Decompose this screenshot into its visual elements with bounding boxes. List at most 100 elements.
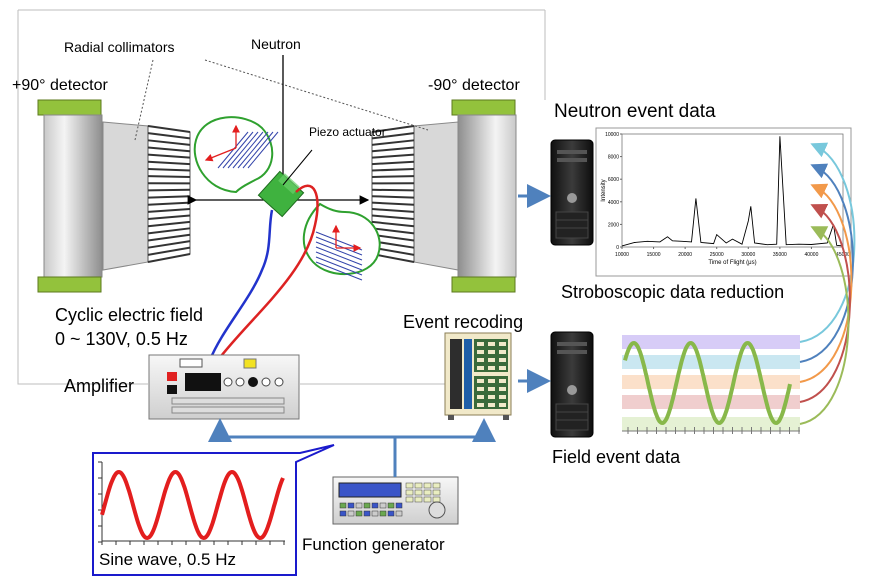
chart-x-label: Time of Flight (μs)	[708, 260, 756, 266]
chart-x-tick-label: 25000	[710, 252, 724, 258]
collimator-slat	[371, 214, 415, 221]
chart-y-label: Intensity	[601, 179, 607, 201]
right-collimator	[371, 121, 459, 271]
chart-x-tick-label: 15000	[647, 252, 661, 258]
chart-x-tick-label: 35000	[773, 252, 787, 258]
lattice-plane	[315, 261, 363, 281]
lattice-plane	[315, 246, 363, 266]
collimator-slat	[147, 146, 191, 153]
lattice-plane	[222, 131, 254, 169]
rack-slot	[488, 350, 495, 354]
collimator-slat	[147, 125, 191, 133]
plus90-detector	[37, 99, 103, 293]
collimator-slat	[147, 153, 191, 159]
rack-slot	[477, 395, 484, 399]
collimator-slat	[371, 125, 415, 133]
function-generator-label: Function generator	[302, 535, 445, 554]
neutron-label: Neutron	[251, 36, 301, 52]
collimator-slat	[147, 175, 191, 178]
collimator-slat	[371, 195, 415, 199]
rack-slot	[477, 366, 484, 370]
wire-blue	[208, 209, 274, 361]
rack-slot	[477, 342, 484, 346]
fg-button	[379, 510, 387, 517]
fg-key	[414, 496, 423, 503]
collimator-slat	[147, 132, 191, 140]
rack-slot	[477, 403, 484, 407]
fg-button	[339, 502, 347, 509]
collimator-slat	[371, 146, 415, 153]
rack-slot	[499, 366, 506, 370]
collimator-slat	[371, 220, 415, 228]
collimator-slat	[147, 233, 191, 242]
collimator-slat	[147, 167, 191, 172]
chart-x-tick-label: 45000	[836, 252, 850, 258]
rack-slot	[488, 387, 495, 391]
field-event-plot	[622, 335, 800, 434]
rack-slot	[499, 395, 506, 399]
collimator-slat	[371, 167, 415, 172]
rack-slot	[477, 350, 484, 354]
fg-button	[355, 502, 363, 509]
plus90-detector-label: +90° detector	[12, 77, 108, 94]
collimator-slat	[371, 132, 415, 140]
chart-x-tick-label: 20000	[678, 252, 692, 258]
collimator-slat	[371, 175, 415, 178]
lattice-plane	[315, 256, 363, 276]
rack-slot	[477, 358, 484, 362]
chart-y-tick-label: 0	[616, 245, 619, 251]
fg-button	[355, 510, 363, 517]
lattice-balloon-left	[193, 116, 279, 194]
event-recording-rack	[444, 332, 512, 420]
chart-y-tick-label: 4000	[608, 200, 619, 206]
fg-key	[414, 489, 423, 496]
fg-button	[371, 502, 379, 509]
frame-lines	[17, 9, 546, 385]
piezo-actuator-label: Piezo actuator	[309, 125, 386, 139]
collimator-slat	[147, 188, 191, 192]
left-collimator	[102, 121, 191, 271]
fg-button	[387, 502, 395, 509]
event-recoding-label: Event recoding	[403, 312, 524, 332]
phase-band	[622, 355, 800, 369]
chart-y-tick-label: 6000	[608, 177, 619, 183]
chart-plot-area	[621, 133, 844, 248]
collimator-slat	[371, 153, 415, 159]
amplifier-label: Amplifier	[64, 376, 135, 396]
fg-key	[423, 482, 432, 489]
rack-slot	[499, 342, 506, 346]
fg-button	[363, 502, 371, 509]
lattice-plane	[247, 131, 279, 169]
stroboscopic-data-reduction-label: Stroboscopic data reduction	[561, 282, 785, 302]
lattice-plane	[242, 131, 274, 169]
fg-key	[432, 496, 441, 503]
collimator-slat	[147, 139, 191, 146]
rack-slot	[488, 358, 495, 362]
chart-series-line	[621, 136, 844, 247]
fg-button	[339, 510, 347, 517]
lattice-plane	[315, 236, 363, 256]
chart-x-tick-label: 10000	[615, 252, 629, 258]
cyclic-field-label-line1: Cyclic electric field	[55, 305, 204, 325]
lattice-plane	[227, 131, 259, 169]
sine-wave-label: Sine wave, 0.5 Hz	[99, 550, 237, 569]
minus90-detector	[451, 99, 517, 293]
field-pc-tower	[550, 331, 594, 438]
collimator-slat	[371, 139, 415, 146]
lattice-plane	[315, 251, 363, 271]
rack-slot	[477, 379, 484, 383]
fg-key	[405, 489, 414, 496]
chart-x-tick-label: 40000	[804, 252, 818, 258]
wire-red	[217, 184, 319, 361]
radial-collimators-label: Radial collimators	[64, 39, 175, 55]
chart-y-tick-label: 2000	[608, 222, 619, 228]
fg-button	[379, 502, 387, 509]
rack-slot	[499, 379, 506, 383]
fg-key	[414, 482, 423, 489]
fg-key	[432, 489, 441, 496]
collimator-slat	[147, 253, 191, 263]
rack-slot	[488, 403, 495, 407]
neutron-pc-tower	[550, 139, 594, 246]
rack-slot	[499, 358, 506, 362]
